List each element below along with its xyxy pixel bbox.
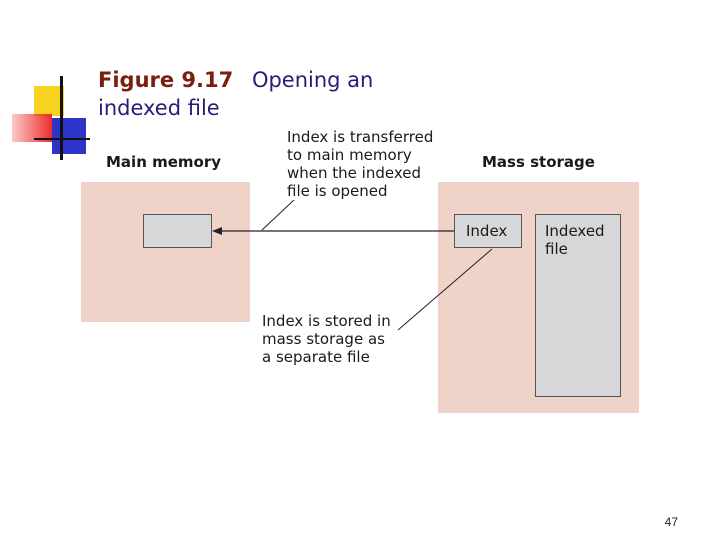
figure-title-text-line2: indexed file — [98, 96, 220, 120]
figure-title: Figure 9.17 Opening an indexed file — [98, 66, 398, 122]
index-label: Index — [466, 222, 508, 240]
mass-storage-heading: Mass storage — [482, 153, 595, 171]
logo-vertical-line — [60, 76, 63, 160]
main-memory-heading: Main memory — [106, 153, 222, 171]
main-memory-panel — [81, 182, 250, 322]
logo-yellow-square — [34, 86, 64, 116]
annotation-stored: Index is stored in mass storage as a sep… — [262, 312, 391, 366]
main-memory-index-box — [143, 214, 212, 248]
corner-logo — [8, 72, 94, 162]
logo-blue-square — [52, 118, 86, 154]
figure-number: Figure 9.17 — [98, 68, 234, 92]
indexed-file-box: Indexed file — [535, 214, 621, 397]
page-number: 47 — [664, 515, 678, 529]
index-box: Index — [454, 214, 522, 248]
indexed-file-label: Indexed file — [545, 222, 605, 258]
logo-red-square — [12, 114, 52, 142]
annotation-transferred: Index is transferred to main memory when… — [287, 128, 434, 200]
logo-horizontal-line — [34, 138, 90, 140]
figure-title-text: Opening an — [251, 68, 374, 92]
leader-line-top — [261, 199, 295, 231]
